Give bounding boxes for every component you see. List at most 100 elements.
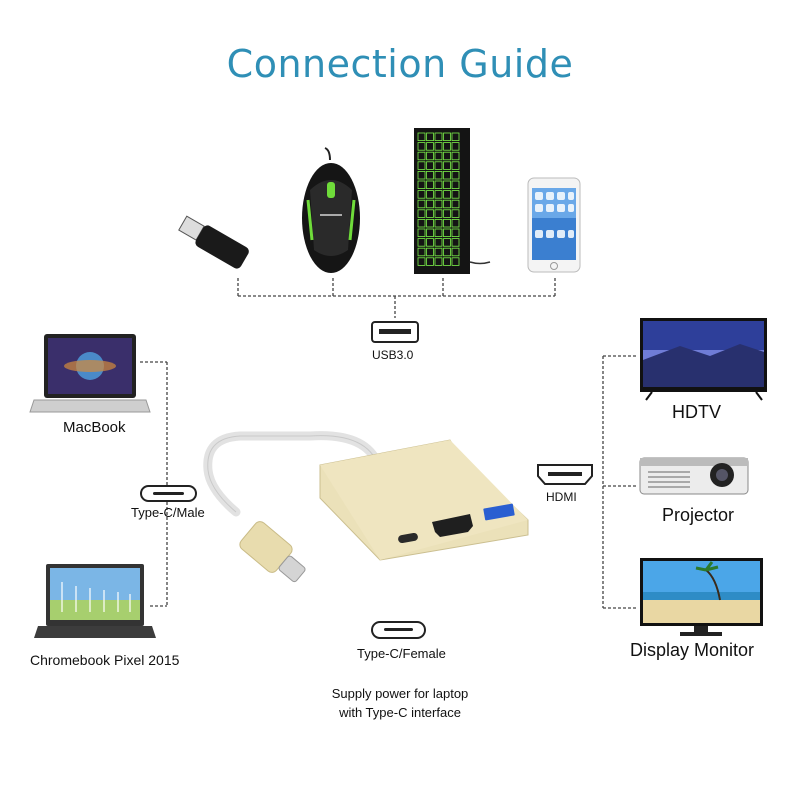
usb3-label: USB3.0 <box>372 348 414 362</box>
chromebook-label: Chromebook Pixel 2015 <box>30 652 180 668</box>
keyboard-key <box>426 142 434 151</box>
keyboard-key <box>443 180 451 189</box>
keyboard-key <box>434 132 443 141</box>
keyboard-key <box>417 190 426 199</box>
page-title: Connection Guide <box>226 42 574 86</box>
macbook-icon <box>29 334 151 413</box>
keyboard-key <box>443 238 451 247</box>
power-note: Supply power for laptop with Type-C inte… <box>310 684 490 722</box>
keyboard-key <box>417 238 426 247</box>
keyboard-key <box>451 218 460 228</box>
hdmi-port-icon <box>537 464 593 485</box>
typec-male-port-icon <box>140 485 197 502</box>
keyboard-key <box>451 190 460 199</box>
keyboard-key <box>426 247 434 257</box>
keyboard-key <box>426 161 434 170</box>
projector-icon <box>639 457 749 495</box>
keyboard-key <box>451 209 460 218</box>
keyboard-key <box>434 247 443 257</box>
keyboard-key <box>443 161 451 170</box>
keyboard-key <box>451 247 460 257</box>
keyboard-key <box>426 257 434 266</box>
keyboard-key <box>451 257 460 266</box>
hdtv-icon <box>640 318 767 401</box>
keyboard-key <box>443 218 451 228</box>
typec-connector-plug <box>239 521 306 583</box>
keyboard-key <box>443 142 451 151</box>
keyboard-key <box>426 228 434 237</box>
keyboard-key <box>417 161 426 170</box>
keyboard-key <box>417 151 426 161</box>
keyboard-key <box>417 170 426 180</box>
keyboard-key <box>451 142 460 151</box>
keyboard-key <box>434 190 443 199</box>
keyboard-key <box>451 238 460 247</box>
keyboard-key <box>426 132 434 141</box>
display-monitor-icon <box>640 558 763 636</box>
keyboard-key <box>443 209 451 218</box>
keyboard-key <box>434 228 443 237</box>
keyboard-key <box>434 151 443 161</box>
keyboard-key <box>451 228 460 237</box>
hdtv-label: HDTV <box>672 402 721 422</box>
chromebook-icon <box>34 564 156 638</box>
keyboard-key <box>434 180 443 189</box>
keyboard-key <box>451 151 460 161</box>
keyboard-key <box>417 218 426 228</box>
power-note-line-2: with Type-C interface <box>339 705 461 720</box>
keyboard-key <box>417 228 426 237</box>
keyboard-key <box>417 199 426 209</box>
keyboard-key <box>451 199 460 209</box>
keyboard-key <box>443 190 451 199</box>
keyboard-key <box>451 132 460 141</box>
keyboard-key <box>451 180 460 189</box>
smartphone-icon <box>527 177 581 273</box>
keyboard-key <box>451 161 460 170</box>
usb-port-icon <box>371 321 419 343</box>
keyboard-key <box>443 170 451 180</box>
keyboard-key <box>434 238 443 247</box>
keyboard-key <box>434 199 443 209</box>
keyboard-key <box>426 170 434 180</box>
typec-female-port-icon <box>371 621 426 639</box>
keyboard-key <box>426 209 434 218</box>
keyboard-key <box>417 142 426 151</box>
keyboard-key <box>426 151 434 161</box>
keyboard-key <box>426 190 434 199</box>
keyboard-key <box>434 170 443 180</box>
keyboard-icon <box>414 128 491 274</box>
display-monitor-label: Display Monitor <box>630 640 755 660</box>
keyboard-key <box>443 257 451 266</box>
gaming-mouse-icon <box>302 147 360 273</box>
macbook-label: MacBook <box>63 419 126 436</box>
keyboard-key <box>417 180 426 189</box>
usb-flash-drive-icon <box>178 215 249 269</box>
keyboard-key <box>443 228 451 237</box>
power-note-line-1: Supply power for laptop <box>331 686 469 701</box>
projector-label: Projector <box>662 505 735 525</box>
keyboard-key <box>417 247 426 257</box>
keyboard-key <box>434 161 443 170</box>
keyboard-key <box>443 199 451 209</box>
keyboard-key <box>434 142 443 151</box>
keyboard-key <box>434 218 443 228</box>
keyboard-key <box>417 132 426 141</box>
keyboard-key <box>443 151 451 161</box>
keyboard-key <box>451 170 460 180</box>
keyboard-key <box>434 257 443 266</box>
keyboard-key <box>417 257 426 266</box>
keyboard-key <box>443 132 451 141</box>
typec-male-label: Type-C/Male <box>131 505 205 520</box>
keyboard-key <box>426 238 434 247</box>
hdmi-label: HDMI <box>546 490 577 504</box>
keyboard-key <box>434 209 443 218</box>
keyboard-key <box>426 180 434 189</box>
keyboard-key <box>426 199 434 209</box>
usb-c-hub-adapter <box>203 431 529 583</box>
keyboard-key <box>426 218 434 228</box>
typec-female-label: Type-C/Female <box>357 646 446 661</box>
keyboard-key <box>417 209 426 218</box>
keyboard-key <box>443 247 451 257</box>
connector-lines <box>140 278 638 609</box>
